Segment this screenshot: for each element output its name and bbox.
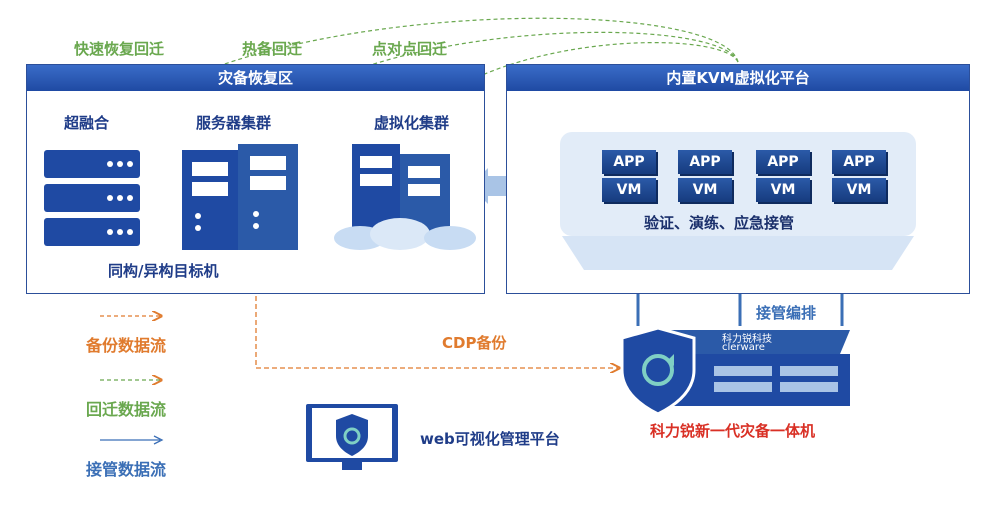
virtual-cluster-icon xyxy=(334,144,476,250)
app-label: APP xyxy=(832,150,886,174)
server-cluster-icon xyxy=(182,144,298,250)
vm-label: VM xyxy=(756,178,810,202)
cdp-backup-line xyxy=(255,296,618,368)
hyperconverged-icon xyxy=(44,150,140,246)
fast-migration-label: 快速恢复回迁 xyxy=(74,40,165,58)
monitor-icon xyxy=(306,404,398,470)
vm-block-1: APP VM xyxy=(602,150,656,204)
appliance-brand-cn: 科力锐科技 xyxy=(722,334,772,345)
vm-label: VM xyxy=(832,178,886,202)
legend-migrate-label: 回迁数据流 xyxy=(86,400,167,419)
cdp-label: CDP备份 xyxy=(442,334,507,352)
appliance-icon xyxy=(620,326,850,416)
hot-migration-arc xyxy=(245,31,739,144)
appliance-brand-en: clerware xyxy=(722,342,765,353)
takeover-label: 接管编排 xyxy=(756,304,817,322)
vm-block-3: APP VM xyxy=(756,150,810,204)
vm-label: VM xyxy=(602,178,656,202)
web-platform-label: web可视化管理平台 xyxy=(420,430,560,448)
app-label: APP xyxy=(756,150,810,174)
app-label: APP xyxy=(602,150,656,174)
vm-label: VM xyxy=(678,178,732,202)
vm-block-2: APP VM xyxy=(678,150,732,204)
app-label: APP xyxy=(678,150,732,174)
server-cluster-label: 服务器集群 xyxy=(196,114,272,132)
legend-backup-label: 备份数据流 xyxy=(86,336,167,355)
platform-base xyxy=(562,236,914,270)
vm-block-4: APP VM xyxy=(832,150,886,204)
kvm-caption: 验证、演练、应急接管 xyxy=(644,214,795,232)
p2p-migration-label: 点对点回迁 xyxy=(372,40,448,58)
appliance-name: 科力锐新一代灾备一体机 xyxy=(650,422,816,440)
virtual-cluster-label: 虚拟化集群 xyxy=(374,114,450,132)
hyperconverged-label: 超融合 xyxy=(64,114,110,132)
hot-migration-label: 热备回迁 xyxy=(242,40,303,58)
target-label: 同构/异构目标机 xyxy=(108,262,219,280)
kvm-platform-title: 内置KVM虚拟化平台 xyxy=(507,65,969,91)
dr-zone-title: 灾备恢复区 xyxy=(27,65,484,91)
legend-takeover-label: 接管数据流 xyxy=(86,460,167,479)
